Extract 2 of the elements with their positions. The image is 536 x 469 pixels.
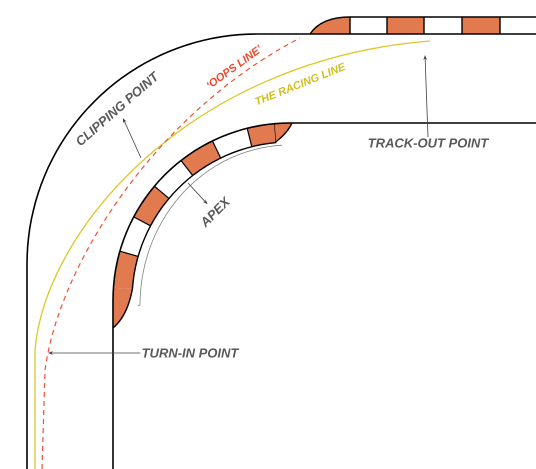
point-label: TRACK-OUT POINT [368, 138, 490, 148]
point-label: TURN-IN POINT [142, 348, 240, 358]
